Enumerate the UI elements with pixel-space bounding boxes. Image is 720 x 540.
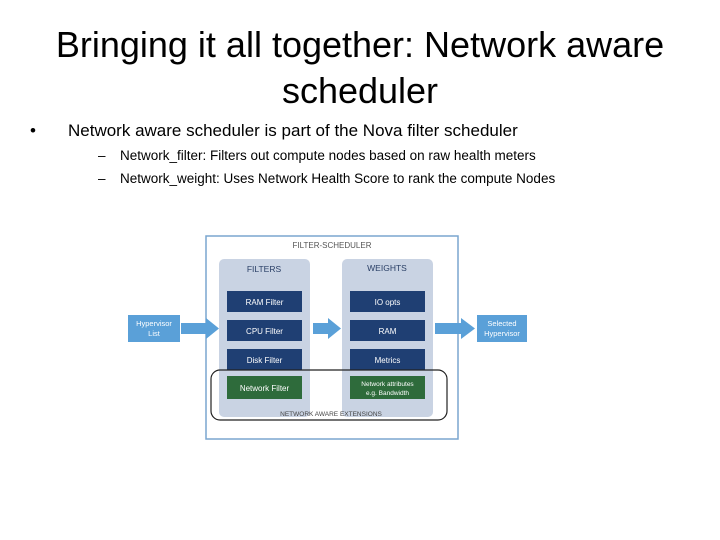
sub-bullet-label: Network_weight: (120, 171, 220, 186)
disk-filter-box (227, 349, 302, 370)
frame-title: FILTER-SCHEDULER (293, 241, 372, 250)
hypervisor-list-line-2: List (148, 329, 161, 338)
slide-title: Bringing it all together: Network aware … (55, 24, 665, 111)
cpu-filter-box (227, 320, 302, 341)
sub-bullet-dash-icon: – (98, 171, 106, 186)
metrics-label: Metrics (375, 356, 401, 365)
ram-filter-label: RAM Filter (246, 298, 284, 307)
network-filter-label: Network Filter (240, 384, 290, 393)
bullet-dot-icon: • (30, 121, 36, 140)
weights-header: WEIGHTS (367, 263, 407, 273)
hypervisor-list-line-1: Hypervisor (136, 319, 172, 328)
network-attributes-line-1: Network attributes (361, 381, 414, 388)
bullet-main-text: Network aware scheduler is part of the N… (68, 121, 518, 140)
network-attributes-box (350, 376, 425, 399)
filters-header: FILTERS (247, 264, 282, 274)
io-opts-label: IO opts (375, 298, 401, 307)
arrow-right-icon (313, 318, 341, 339)
io-opts-box (350, 291, 425, 312)
selected-hypervisor-line-2: Hypervisor (484, 329, 520, 338)
network-extensions-outline (210, 369, 448, 421)
ram-filter-box (227, 291, 302, 312)
hypervisor-list-box (128, 315, 180, 342)
arrow-right-icon (181, 318, 219, 339)
disk-filter-label: Disk Filter (247, 356, 283, 365)
sub-bullet-dash-icon: – (98, 148, 106, 163)
ram-weight-box (350, 320, 425, 341)
network-attributes-line-2: e.g. Bandwidth (366, 390, 409, 397)
extensions-label: NETWORK AWARE EXTENSIONS (280, 411, 382, 418)
metrics-box (350, 349, 425, 370)
scheduler-diagram: FILTER-SCHEDULER FILTERS WEIGHTS RAM Fil… (128, 235, 538, 440)
network-filter-box (227, 376, 302, 399)
sub-bullet-network-weight: –Network_weight: Uses Network Health Sco… (98, 169, 555, 189)
cpu-filter-label: CPU Filter (246, 327, 283, 336)
arrow-right-icon (435, 318, 475, 339)
sub-bullet-text: Filters out compute nodes based on raw h… (206, 148, 536, 163)
selected-hypervisor-box (477, 315, 527, 342)
scheduler-diagram-svg: FILTER-SCHEDULER FILTERS WEIGHTS RAM Fil… (128, 235, 527, 440)
ram-weight-label: RAM (379, 327, 397, 336)
sub-bullet-text: Uses Network Health Score to rank the co… (219, 171, 556, 186)
sub-bullet-label: Network_filter: (120, 148, 207, 163)
sub-bullet-network-filter: –Network_filter: Filters out compute nod… (98, 146, 536, 166)
selected-hypervisor-line-1: Selected (487, 319, 516, 328)
